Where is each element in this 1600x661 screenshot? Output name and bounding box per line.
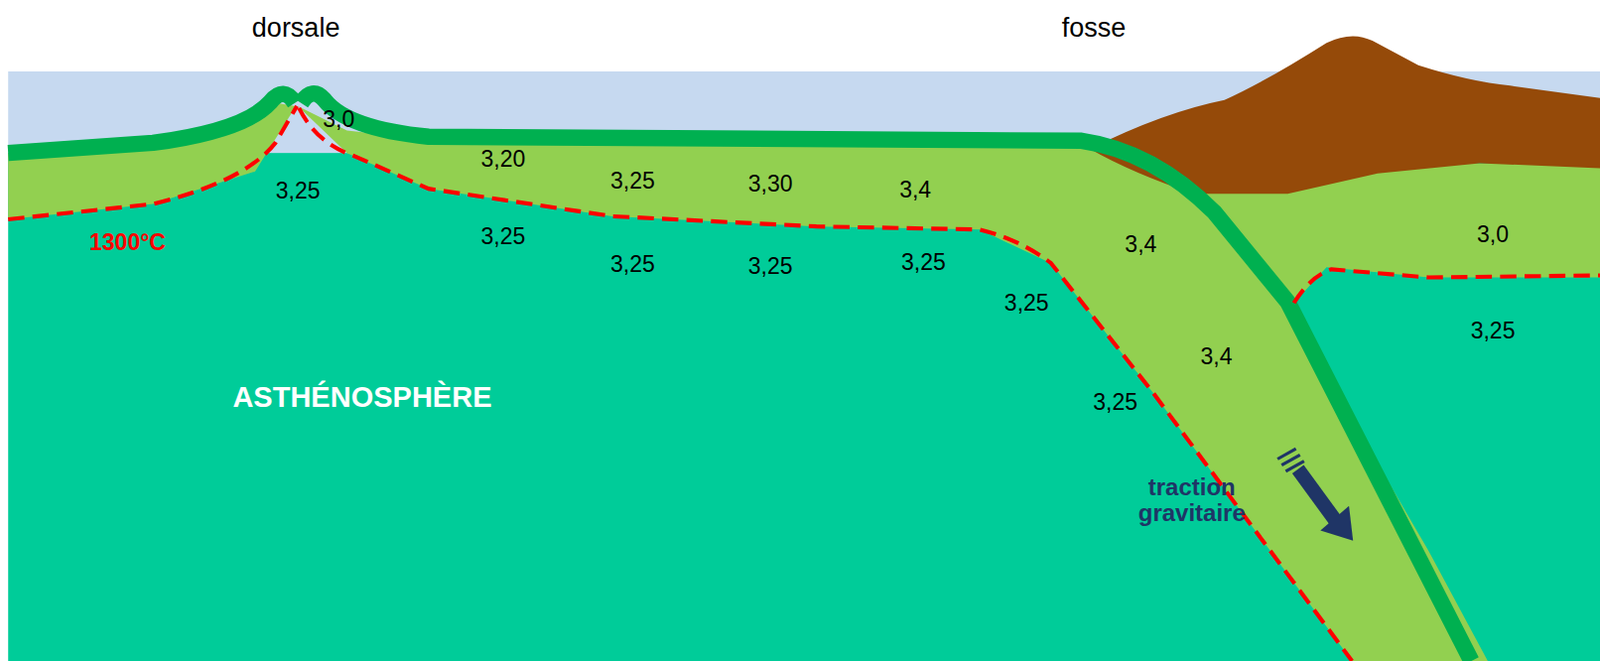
force-label: traction gravitaire	[1127, 473, 1257, 527]
zone-name: fosse	[1062, 13, 1127, 44]
isotherm-line	[7, 106, 297, 220]
density-value: 3,20	[480, 147, 526, 173]
density-value: 3,4	[899, 178, 932, 204]
isotherm-label: 1300°C	[89, 230, 166, 256]
density-value: 3,25	[1092, 390, 1138, 415]
density-value: 3,25	[748, 255, 794, 280]
arrow-tail-mark	[1285, 461, 1305, 472]
density-value: 3,25	[1470, 318, 1516, 344]
density-value: 3,30	[748, 171, 794, 197]
isotherm-line	[1294, 268, 1600, 303]
density-value: 3,25	[1004, 291, 1050, 317]
oceanic-crust	[300, 93, 1471, 661]
density-value: 3,4	[1124, 232, 1157, 258]
density-value: 3,25	[480, 224, 526, 250]
density-value: 3,25	[275, 179, 321, 205]
oceanic-crust	[7, 94, 295, 153]
density-value: 3,25	[901, 251, 946, 276]
arrow-shaft	[1298, 469, 1337, 523]
arrow-head	[1320, 506, 1353, 541]
force-arrow	[1277, 448, 1353, 541]
density-value: 3,0	[322, 108, 355, 134]
density-value: 3,25	[610, 168, 656, 194]
zone-name: dorsale	[252, 13, 341, 44]
region-name: ASTHÉNOSPHÈRE	[232, 382, 492, 414]
density-value: 3,25	[610, 253, 656, 278]
density-value: 3,0	[1476, 223, 1509, 249]
density-value: 3,4	[1200, 344, 1232, 370]
